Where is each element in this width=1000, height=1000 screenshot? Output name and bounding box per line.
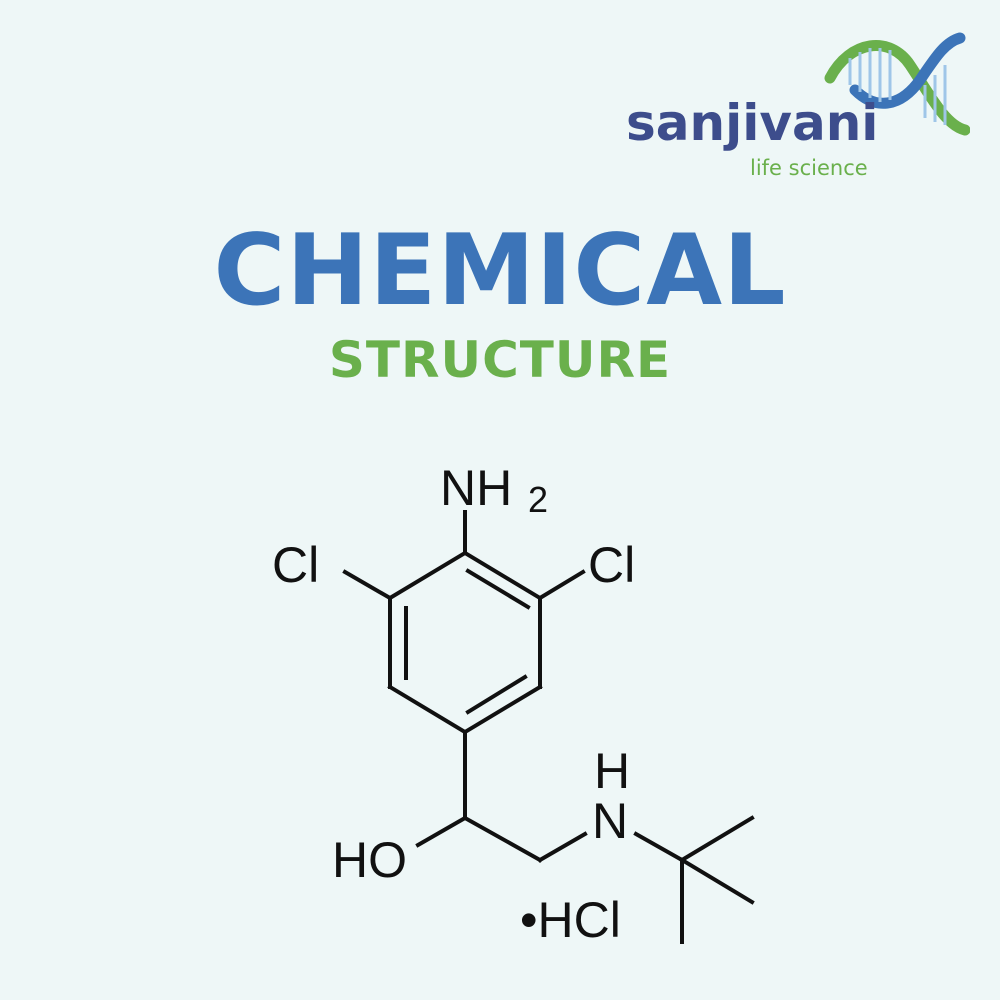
bond-to-oh [415, 815, 468, 848]
amine-label: NH [440, 460, 512, 516]
brand-wordmark: sanjivani [626, 94, 879, 152]
chloro-left-label: Cl [272, 537, 319, 593]
brand-logo: sanjivani life science [620, 30, 980, 190]
hydroxyl-label: HO [332, 832, 407, 888]
bond-to-ch2 [462, 815, 543, 863]
bond [462, 684, 543, 735]
bond-to-nh [537, 831, 588, 863]
double-bond-inner [465, 674, 528, 715]
amine-subscript: 2 [528, 479, 548, 520]
bond [387, 684, 468, 735]
dna-helix-icon [824, 32, 970, 136]
bond [387, 550, 468, 601]
bond-to-tbutyl [633, 831, 685, 863]
hcl-salt-label: •HCl [520, 892, 621, 948]
page-subtitle: STRUCTURE [328, 331, 672, 389]
benzene-ring [387, 550, 543, 735]
nh-hydrogen-label: H [594, 743, 630, 799]
double-bond-inner [465, 568, 531, 610]
bond-to-cl-right [537, 569, 586, 601]
bond [462, 550, 543, 601]
chloro-right-label: Cl [588, 537, 635, 593]
bond-to-cl-left [342, 569, 393, 601]
page-title: CHEMICAL [213, 214, 787, 328]
tbutyl-methyl-bond [679, 815, 755, 863]
nh-nitrogen-label: N [592, 793, 628, 849]
brand-tagline: life science [750, 156, 868, 180]
tbutyl-methyl-bond [679, 857, 755, 905]
